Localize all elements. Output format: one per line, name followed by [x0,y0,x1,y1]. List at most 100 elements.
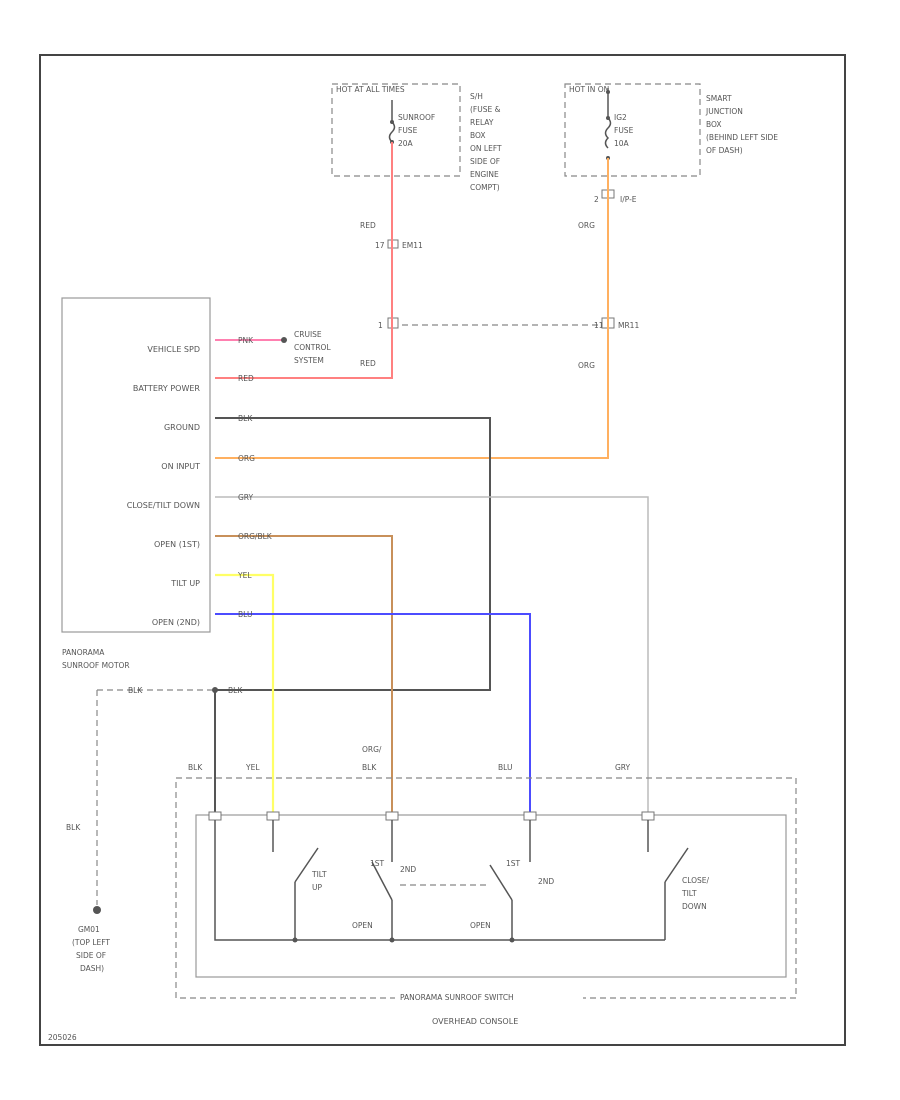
close-label-1: TILT [681,889,697,898]
close-label-0: CLOSE/ [682,876,710,885]
sunroof-fuse-label: SUNROOF [398,113,435,122]
fuse-box-engine-desc-3: BOX [470,131,486,140]
fuse-box-engine-desc-6: ENGINE [470,170,499,179]
sunroof-fuse-label2: FUSE [398,126,418,135]
sw-wire-org: ORG/ [362,745,382,754]
fuse-box-engine-desc-1: (FUSE & [470,105,501,114]
wire-blk-label-splice: BLK [228,686,243,695]
cruise-label-2: SYSTEM [294,356,324,365]
motor-pin-5: OPEN (1ST) [154,540,200,549]
wire-org-label-mid: ORG [578,361,595,370]
wire-red-label-motor: RED [360,359,376,368]
fuse-box-junction: HOT IN ON IG2 FUSE 10A SMART JUNCTION BO… [564,83,778,177]
sunroof-fuse-node-top [390,120,394,124]
open2-node [509,937,515,943]
switch-name-bg [395,991,583,1003]
sunroof-motor-box [61,297,211,633]
fuse-box-junction-outline [564,83,701,177]
pin-17-label: 17 [375,241,385,250]
ground-splice [212,687,218,693]
fuse-box-engine-header: HOT AT ALL TIMES [336,85,405,94]
ground-label-1: (TOP LEFT [72,938,110,947]
conn-em11-label: EM11 [402,241,423,250]
wire-pnk-label: PNK [238,336,254,345]
fuse-box-engine: HOT AT ALL TIMES SUNROOF FUSE 20A S/H (F… [331,83,502,192]
wire-blk-label-ground: BLK [128,686,143,695]
pin-11-label: 11 [594,321,604,330]
wire-orgblk-label: ORG/BLK [238,532,273,541]
wire-blk-label-gnd: BLK [238,414,253,423]
cruise-label-0: CRUISE [294,330,322,339]
close-label-2: DOWN [682,902,707,911]
motor-pin-1: BATTERY POWER [133,384,201,393]
wire-red-label-batt: RED [238,374,254,383]
ig2-node-b [606,116,610,120]
tiltup-node [292,937,298,943]
fuse-box-junction-header: HOT IN ON [569,85,609,94]
ig2-fuse-element [604,117,612,149]
fuse-box-junction-desc-2: BOX [706,120,722,129]
sunroof-switch: PANORAMA SUNROOF SWITCH OVERHEAD CONSOLE… [175,777,797,1026]
open2-2nd-label: 2ND [538,877,554,886]
fuse-box-engine-desc-5: SIDE OF [470,157,500,166]
motor-pin-7: OPEN (2ND) [152,618,200,627]
switch-conn-3 [385,811,399,821]
ground-label-0: GM01 [78,925,100,934]
fuse-box-junction-desc-1: JUNCTION [705,107,743,116]
ig2-fuse-amps: 10A [614,139,630,148]
sw-wire-blk: BLK [188,763,203,772]
open1-2nd-label: 2ND [400,865,416,874]
open2-open-label: OPEN [470,921,491,930]
overhead-console-outline [175,777,797,999]
fuse-box-engine-desc-0: S/H [470,92,483,101]
wire-blu-label: BLU [238,610,252,619]
ground-symbol [93,906,101,914]
wire-blue-open2 [215,613,531,815]
wire-orgblk-open1 [215,535,393,815]
motor-pin-3: ON INPUT [161,462,200,471]
fuse-box-engine-outline [331,83,461,177]
fuse-box-engine-desc-2: RELAY [470,118,494,127]
sunroof-motor: VEHICLE SPD BATTERY POWER GROUND ON INPU… [61,297,211,670]
conn-mr11-label: MR11 [618,321,639,330]
tiltup-label-1: UP [312,883,322,892]
sw-wire-yel: YEL [245,763,260,772]
open2-contact [489,864,513,901]
wire-orange-ign [215,158,609,459]
switch-conn-4 [523,811,537,821]
ground-label-2: SIDE OF [76,951,106,960]
cruise-junction [281,337,287,343]
ground-wire-blk: BLK [66,823,81,832]
open1-node [389,937,395,943]
sunroof-fuse-element [388,121,396,143]
tiltup-label-0: TILT [311,870,327,879]
sw-wire-blu: BLU [498,763,512,772]
wire-org-label-ign: ORG [238,454,255,463]
switch-common-bus [214,820,665,941]
wire-org-label-top: ORG [578,221,595,230]
fuse-box-engine-desc-4: ON LEFT [470,144,502,153]
motor-pin-2: GROUND [164,423,200,432]
switch-name: PANORAMA SUNROOF SWITCH [400,993,514,1002]
wire-group [96,142,649,905]
conn-ip-e-label: I/P-E [620,195,637,204]
pin-1-label: 1 [378,321,383,330]
ig2-fuse-label2: FUSE [614,126,634,135]
switch-conn-1 [208,811,222,821]
motor-pin-6: TILT UP [170,579,200,588]
overhead-console-label: OVERHEAD CONSOLE [432,1017,518,1026]
ground-label-3: DASH) [80,964,104,973]
tiltup-contact [294,847,319,883]
switch-conn-5 [641,811,655,821]
diagram-code: 205026 [48,1033,77,1042]
motor-name-0: PANORAMA [62,648,105,657]
diagram-frame [39,54,846,1046]
fuse-box-junction-desc-0: SMART [706,94,732,103]
wire-red-battery [215,142,393,379]
motor-pin-0: VEHICLE SPD [147,345,200,354]
wire-gry-label-close: GRY [238,493,254,502]
open1-open-label: OPEN [352,921,373,930]
close-contact [664,847,689,883]
cruise-label-1: CONTROL [294,343,331,352]
